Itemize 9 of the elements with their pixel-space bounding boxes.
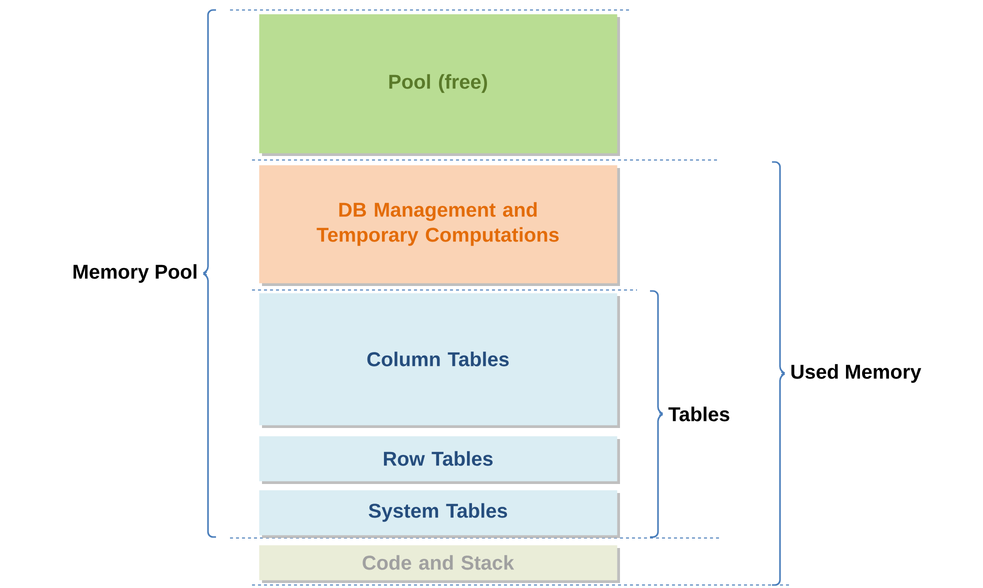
memory-block: Column Tables (259, 293, 620, 428)
bracket-label: Memory Pool (74, 264, 196, 283)
memory-block: DB Management and Temporary Computations (259, 165, 620, 286)
memory-block: System Tables (259, 490, 620, 538)
bracket-label: Used Memory (791, 364, 922, 383)
bracket-label: Tables (668, 406, 730, 422)
memory-block: Row Tables (259, 436, 620, 484)
memory-block: Code and Stack (259, 545, 620, 583)
memory-block: Pool (free) (259, 14, 620, 156)
